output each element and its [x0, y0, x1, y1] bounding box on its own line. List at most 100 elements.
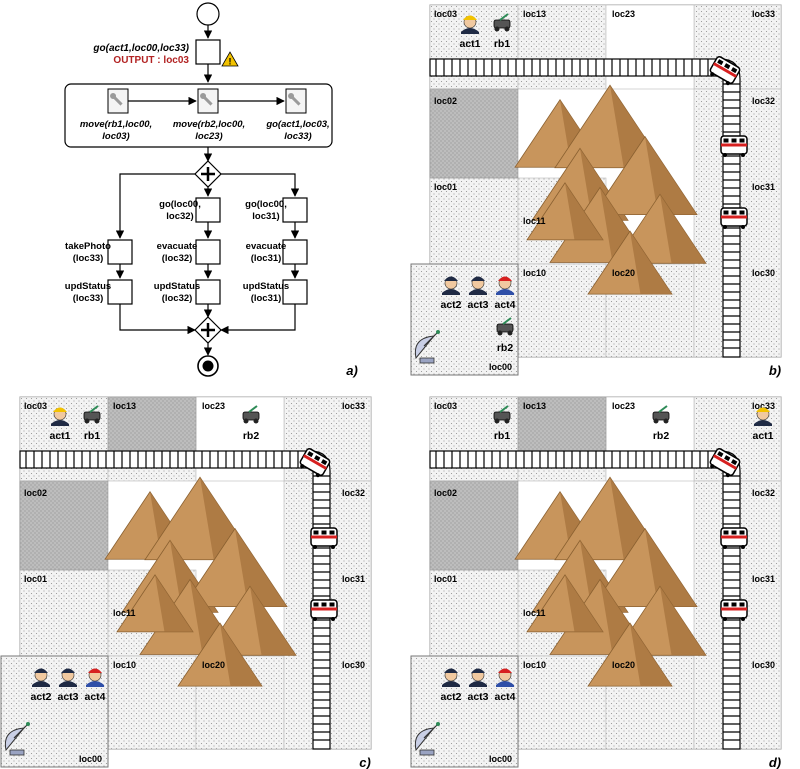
robot-wheel [497, 330, 503, 336]
location-label: loc20 [612, 268, 635, 278]
actor-label: act1 [752, 430, 773, 442]
task-box [195, 239, 221, 265]
train-wheel [710, 464, 715, 469]
connector [220, 304, 296, 335]
person-body [469, 289, 487, 295]
location-label: loc31 [752, 574, 775, 584]
connector [115, 173, 195, 239]
person-hat [471, 668, 485, 673]
action-label: go(act1,loc00,loc33) [92, 43, 189, 54]
train-wheel [710, 72, 715, 77]
location-label: loc13 [523, 401, 546, 411]
train-wheel [723, 153, 727, 157]
task-label: loc31) [252, 211, 279, 222]
mountain-shade [630, 623, 672, 687]
location-label: loc10 [523, 660, 546, 670]
person-body [469, 681, 487, 687]
person-hat [61, 668, 75, 673]
actor-label: act2 [440, 299, 461, 311]
robot-wheel [494, 418, 500, 424]
task-box [195, 39, 221, 65]
person-body [461, 28, 479, 34]
actor-label: act3 [467, 691, 488, 703]
person-hat [471, 276, 485, 281]
mountain-shade [630, 231, 672, 295]
location-label: loc00 [489, 362, 512, 372]
train-wheel [741, 617, 745, 621]
location-label: loc13 [113, 401, 136, 411]
join-gateway [194, 316, 222, 344]
person-body [32, 681, 50, 687]
train-wheel [741, 545, 745, 549]
dish-tip [436, 330, 440, 334]
police-icon [469, 276, 487, 295]
robot-wheel [507, 330, 513, 336]
person-body [754, 420, 772, 426]
actor-label: rb1 [84, 430, 101, 442]
wrench-icon [200, 93, 213, 106]
train-stripe [721, 535, 747, 539]
task-label: (loc32) [162, 293, 193, 304]
task-label: evacuate [246, 241, 287, 252]
task-box [107, 279, 133, 305]
robot-arm [89, 405, 99, 413]
train-window [717, 451, 724, 458]
firefighter-icon [754, 407, 772, 426]
train-icon [720, 207, 748, 229]
actor-act2: act2 [30, 668, 52, 703]
train-window [731, 138, 737, 143]
mountain-shade [250, 586, 296, 656]
actor-label: rb1 [494, 38, 511, 50]
task-label: loc32) [166, 211, 193, 222]
location-label: loc01 [434, 182, 457, 192]
train-icon [310, 599, 338, 621]
robot-icon [83, 405, 101, 424]
workflow-diagram: go(act1,loc00,loc33)OUTPUT : loc03!move(… [64, 2, 358, 378]
train-wheel [331, 545, 335, 549]
task-label: go(loc00, [159, 199, 201, 210]
person-hat [444, 668, 458, 673]
warning-icon-mark: ! [229, 57, 232, 67]
robot-wheel [504, 26, 510, 32]
location-label: loc23 [612, 9, 635, 19]
subtask-label: go(act1,loc03, [265, 119, 329, 130]
train-icon [720, 135, 748, 157]
train-window [307, 451, 314, 458]
train-window [724, 455, 731, 462]
task-box [195, 279, 221, 305]
location-label: loc20 [612, 660, 635, 670]
train-window [723, 138, 729, 143]
actor-rb1: rb1 [493, 405, 511, 442]
train-stripe [712, 62, 738, 78]
train-window [321, 530, 327, 535]
robot-arm [499, 405, 509, 413]
robot-icon [493, 13, 511, 32]
location-label: loc10 [523, 268, 546, 278]
robot-wheel [84, 418, 90, 424]
satellite-dish-icon [4, 722, 30, 756]
train-wheel [723, 545, 727, 549]
mountain-shade [220, 623, 262, 687]
train-window [739, 530, 745, 535]
map-cell-blocked [429, 88, 519, 179]
subtask-label: move(rb2,loc00, [173, 119, 245, 130]
location-label: loc13 [523, 9, 546, 19]
dish-base [419, 749, 435, 756]
location-label: loc33 [752, 401, 775, 411]
task-label: (loc31) [251, 253, 282, 264]
actor-act3: act3 [467, 668, 489, 703]
robot-body [493, 19, 511, 29]
train-icon [709, 56, 741, 86]
location-label: loc00 [489, 754, 512, 764]
train-window [313, 530, 319, 535]
train-window [724, 63, 731, 70]
actor-label: rb2 [653, 430, 670, 442]
task-label: (loc31) [251, 293, 282, 304]
dish-base [9, 749, 25, 756]
actor-label: rb2 [497, 342, 514, 354]
actor-act2: act2 [440, 668, 462, 703]
location-label: loc11 [523, 608, 546, 618]
police-icon [32, 668, 50, 687]
subprocess-container [64, 83, 333, 148]
actor-rb2: rb2 [496, 317, 514, 354]
